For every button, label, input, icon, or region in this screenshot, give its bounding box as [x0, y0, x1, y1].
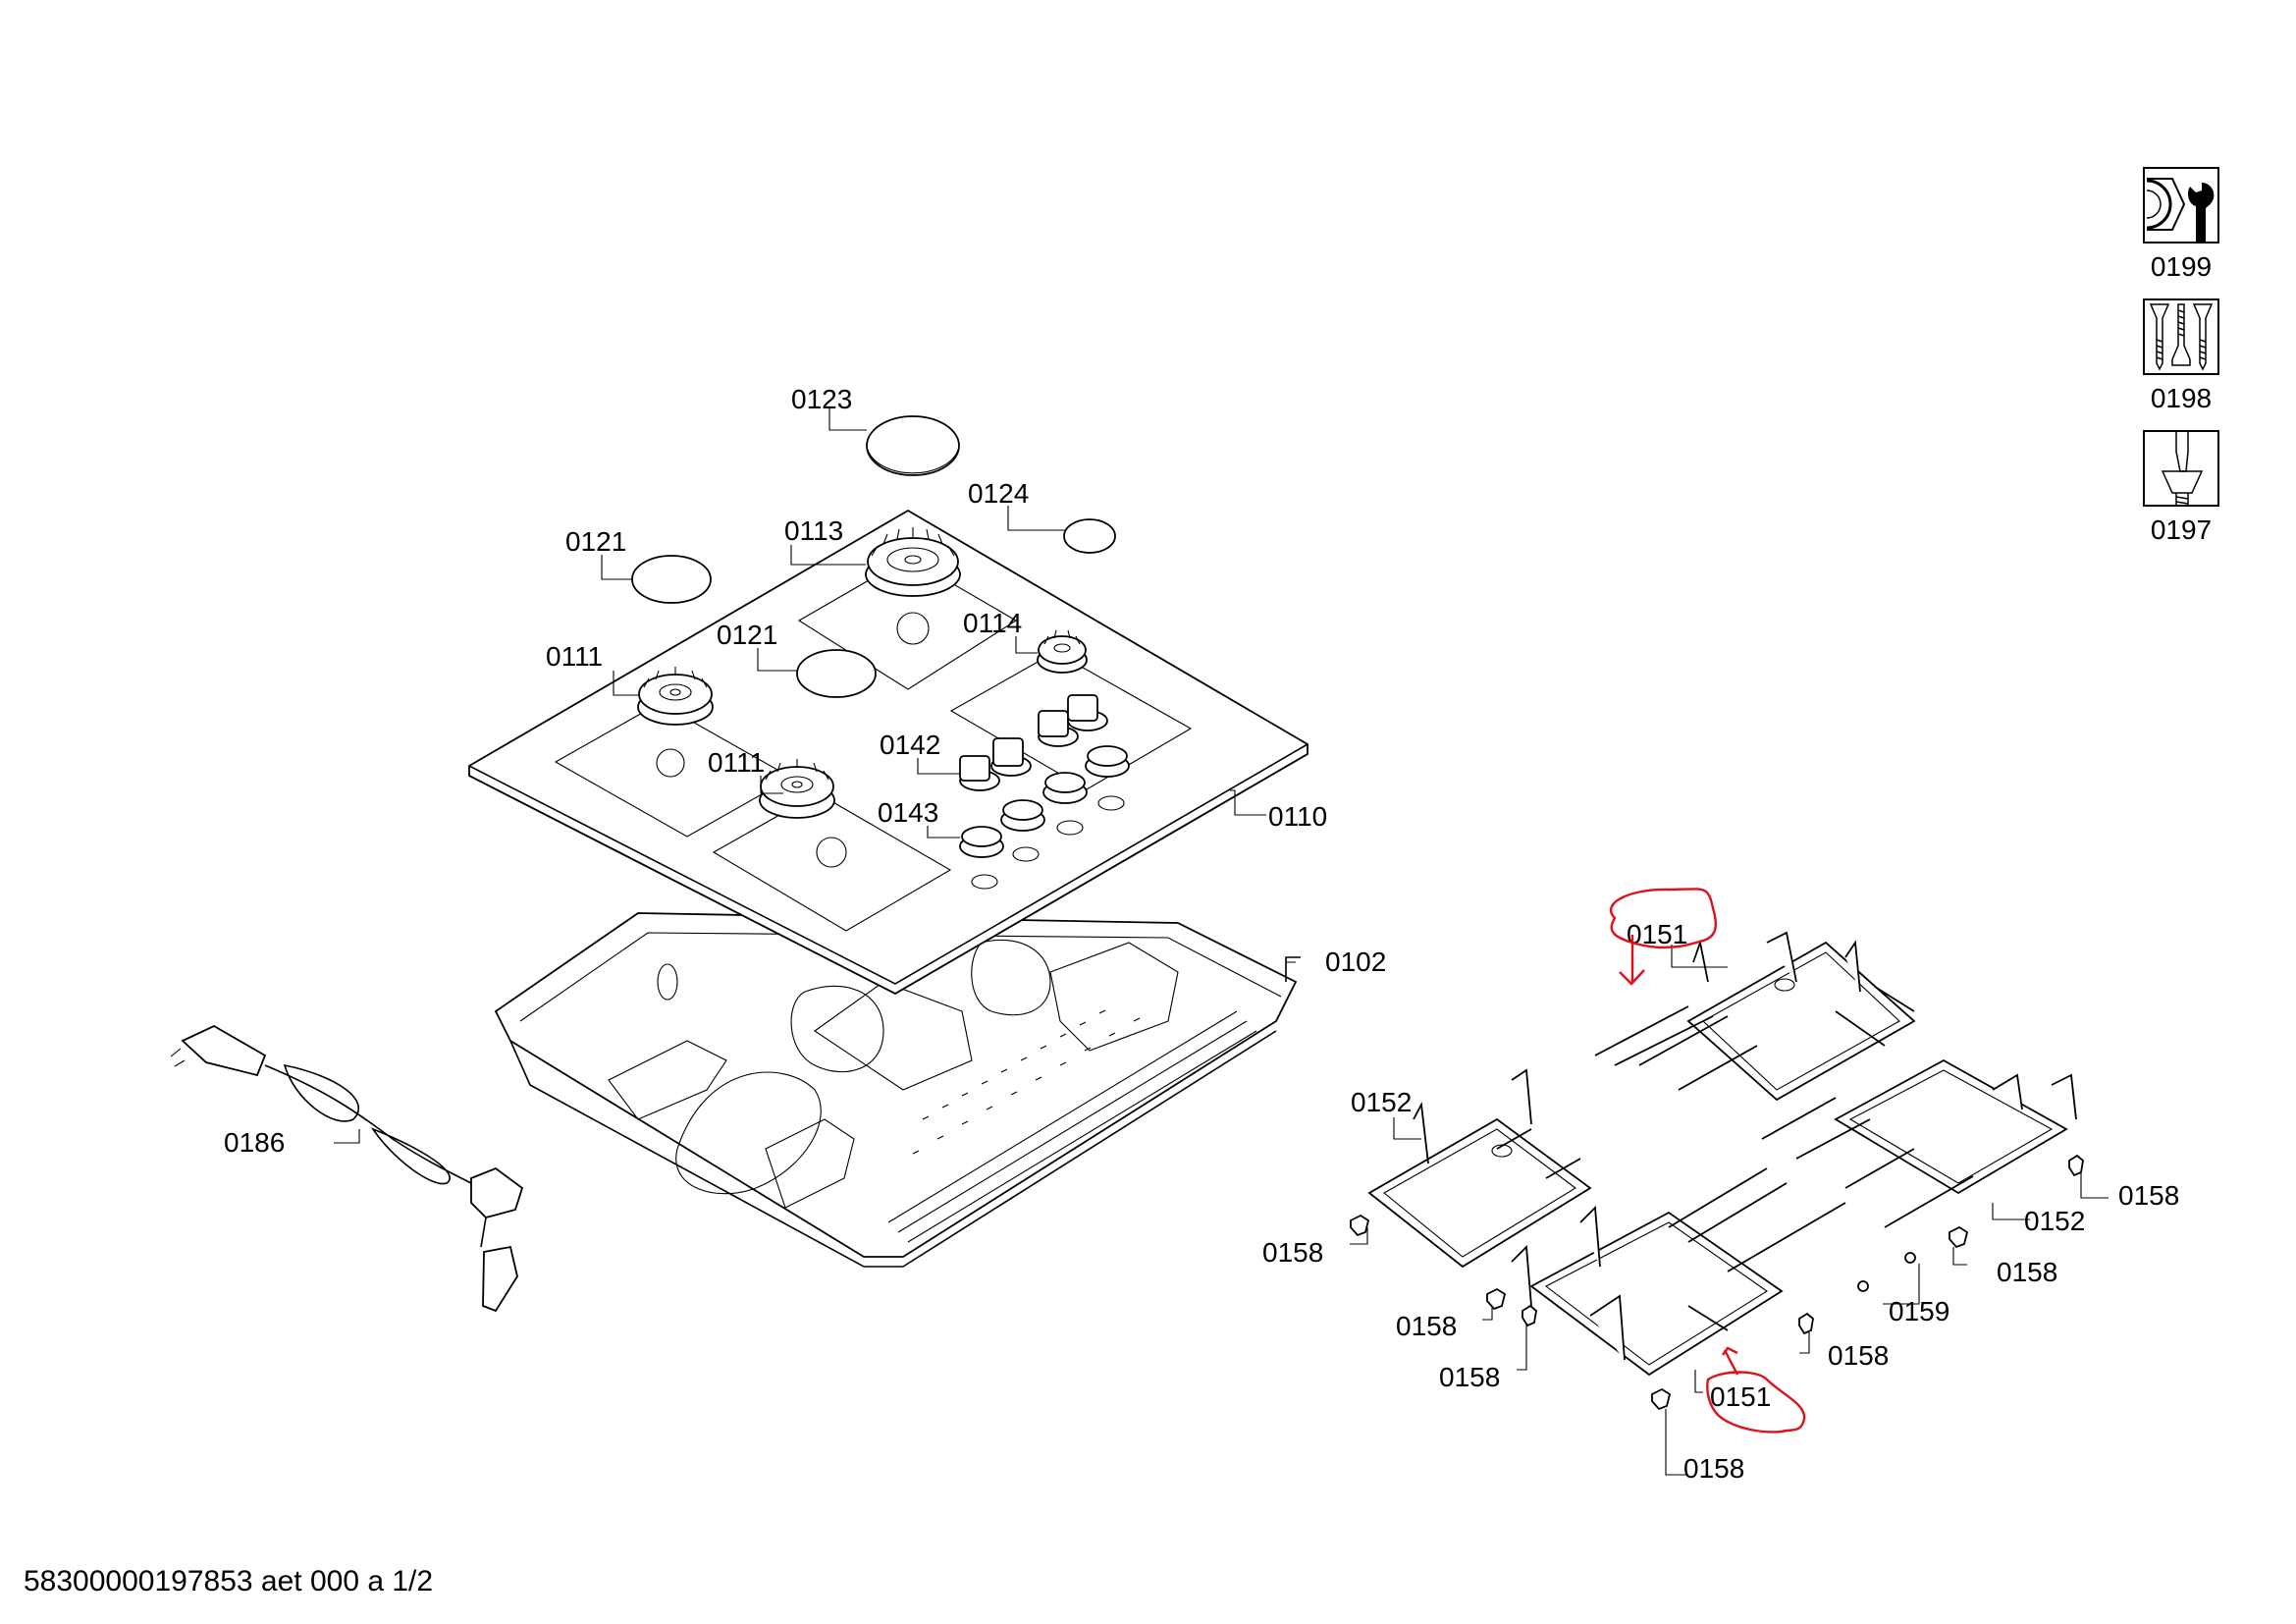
- part-label-0186: 0186: [224, 1127, 285, 1158]
- control-knobs-0142: [959, 694, 1108, 791]
- rubber-feet-0158: [1350, 1154, 2084, 1411]
- burner-0111-left: [637, 667, 714, 726]
- knob-bezels-0143: [959, 745, 1130, 890]
- red-circle-0151-bottom: [1706, 1371, 1806, 1434]
- part-label-0158-a: 0158: [1262, 1237, 1323, 1268]
- burner-cap-0121-mid: [796, 649, 877, 698]
- part-label-0158-g: 0158: [2118, 1180, 2179, 1211]
- part-label-0121-left: 0121: [565, 526, 626, 557]
- red-arrow-down-icon: [1619, 935, 1645, 986]
- tool-symbol-0198: [2143, 298, 2219, 375]
- part-label-0158-f: 0158: [1997, 1257, 2057, 1287]
- burner-cap-0124: [1063, 518, 1116, 554]
- leader-lines: [334, 407, 2109, 1476]
- burner-0111-front: [759, 759, 835, 819]
- document-footer-reference: 58300000197853 aet 000 a 1/2: [24, 1565, 434, 1597]
- part-label-0142: 0142: [880, 730, 940, 760]
- part-label-0158-b: 0158: [1396, 1311, 1457, 1341]
- part-label-0152-right: 0152: [2024, 1206, 2085, 1236]
- burner-0113-large: [865, 527, 961, 597]
- tool-symbol-0197: [2143, 430, 2219, 507]
- part-label-0158-d: 0158: [1683, 1453, 1744, 1484]
- part-label-0158-e: 0158: [1828, 1340, 1889, 1371]
- pan-support-0152-right: [1761, 1058, 2077, 1228]
- red-arrow-up-icon: [1722, 1346, 1739, 1376]
- tool-label-0197: 0197: [2150, 514, 2213, 545]
- part-label-0151-bottom: 0151: [1710, 1381, 1771, 1412]
- red-circle-0151-top: [1609, 888, 1717, 949]
- part-label-0152-left: 0152: [1351, 1087, 1412, 1117]
- burner-0114-small: [1037, 629, 1088, 674]
- screwdriver-countersunk-screw-icon: [2161, 432, 2204, 505]
- burner-cap-0123: [866, 415, 960, 476]
- part-label-0151-top: 0151: [1627, 919, 1687, 949]
- part-labels: 0123 0124 0121 0113 0121 0114 0111 0111 …: [224, 384, 2179, 1484]
- part-label-0111-front: 0111: [708, 747, 765, 778]
- part-label-0110: 0110: [1268, 801, 1327, 832]
- pan-support-0152-left: [1367, 1068, 1592, 1269]
- burner-cap-0121-left: [631, 555, 712, 604]
- part-label-0114: 0114: [963, 608, 1022, 638]
- power-cable-0186: [170, 1024, 524, 1313]
- burner-ignition-holes: [656, 612, 930, 868]
- tool-symbol-0199: [2143, 167, 2219, 244]
- part-label-0143: 0143: [878, 797, 938, 828]
- screws-icon: [2149, 303, 2214, 371]
- tool-label-0198: 0198: [2150, 383, 2213, 413]
- part-label-0123: 0123: [791, 384, 852, 414]
- part-label-0124: 0124: [968, 478, 1029, 509]
- part-label-0113: 0113: [784, 515, 843, 546]
- hob-top-plate-0110: [468, 509, 1308, 996]
- red-annotations: [1609, 888, 1806, 1434]
- part-label-0111-left: 0111: [546, 641, 603, 672]
- pan-support-0151-top: [1594, 931, 1916, 1102]
- rubber-foot-0159: [1857, 1252, 1916, 1292]
- part-label-0121-mid: 0121: [717, 620, 777, 650]
- part-label-0158-c: 0158: [1439, 1362, 1500, 1392]
- pan-support-0151-bottom: [1511, 1167, 1846, 1377]
- nut-and-wrench-icon: [2146, 178, 2215, 242]
- tool-label-0199: 0199: [2150, 251, 2213, 282]
- part-label-0159: 0159: [1889, 1296, 1949, 1326]
- part-label-0102: 0102: [1325, 947, 1386, 977]
- tray-vent-slots: [912, 1009, 1141, 1155]
